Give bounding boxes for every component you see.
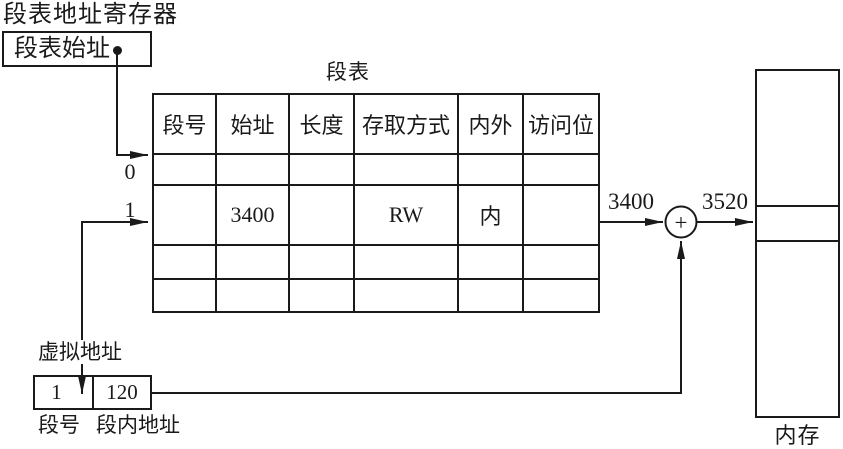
virtual-address-box: 1 120	[33, 375, 152, 410]
virtual-address-label: 虚拟地址	[36, 340, 124, 365]
cell	[353, 153, 459, 186]
cell	[457, 244, 524, 280]
register-value: 段表始址	[14, 36, 110, 62]
col-header-length: 长度	[288, 93, 355, 155]
table-row	[152, 278, 600, 313]
col-header-inout: 内外	[457, 93, 524, 155]
register-title: 段表地址寄存器	[3, 2, 178, 28]
cell	[152, 278, 217, 313]
col-header-base: 始址	[215, 93, 290, 155]
cell	[457, 278, 524, 313]
adder-circle	[664, 205, 698, 239]
cell-base-address: 3400	[215, 184, 290, 246]
segment-table: 段号 始址 长度 存取方式 内外 访问位 3400 RW 内	[152, 93, 600, 313]
cell-inout: 内	[457, 184, 524, 246]
memory-label: 内存	[774, 423, 821, 448]
segment-table-title: 段表	[326, 60, 370, 84]
row-index-1: 1	[124, 197, 136, 222]
cell	[522, 244, 600, 280]
col-header-segno: 段号	[152, 93, 217, 155]
row-index-0: 0	[124, 159, 136, 184]
plus-icon: +	[675, 210, 688, 235]
cell-access-mode: RW	[353, 184, 459, 246]
pointer-dot-icon	[113, 46, 122, 55]
cell	[353, 244, 459, 280]
cell	[522, 153, 600, 186]
table-row: 3400 RW 内	[152, 184, 600, 246]
cell	[215, 153, 290, 186]
va-field-labels: 段号 段内地址	[38, 413, 180, 437]
cell	[152, 244, 217, 280]
table-row	[152, 153, 600, 186]
memory-cell-divider	[757, 240, 838, 242]
col-header-access-mode: 存取方式	[353, 93, 459, 155]
va-field-label-segment: 段号	[38, 413, 80, 437]
table-row	[152, 244, 600, 280]
col-header-access-bit: 访问位	[522, 93, 600, 155]
cell	[288, 184, 355, 246]
adder-output-value: 3520	[702, 189, 748, 214]
cell	[215, 244, 290, 280]
memory-cell-divider	[757, 205, 838, 207]
va-offset: 120	[92, 377, 150, 408]
cell	[522, 278, 600, 313]
memory-box	[755, 69, 840, 418]
register-box: 段表始址	[2, 31, 152, 67]
cell	[457, 153, 524, 186]
cell	[353, 278, 459, 313]
cell	[215, 278, 290, 313]
cell	[288, 153, 355, 186]
cell	[522, 184, 600, 246]
cell	[288, 244, 355, 280]
segment-table-header-row: 段号 始址 长度 存取方式 内外 访问位	[152, 93, 600, 155]
cell	[152, 184, 217, 246]
va-segment-number: 1	[51, 380, 62, 404]
adder-input-value: 3400	[608, 189, 654, 214]
cell	[152, 153, 217, 186]
va-field-label-offset: 段内地址	[96, 413, 180, 437]
cell	[288, 278, 355, 313]
